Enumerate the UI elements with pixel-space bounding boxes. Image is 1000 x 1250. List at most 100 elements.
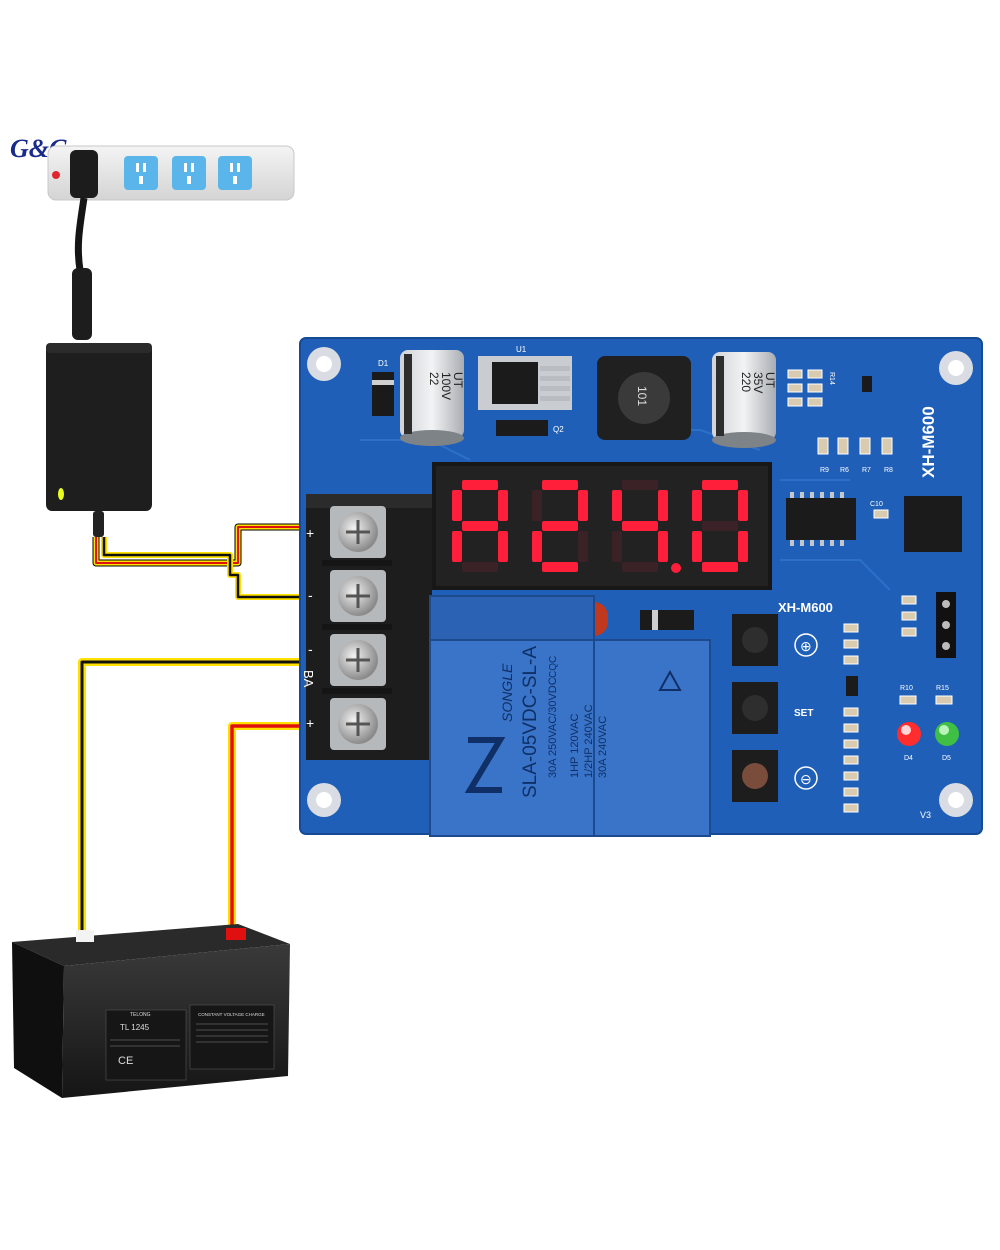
svg-text:35V: 35V xyxy=(751,372,765,393)
relay-model: SLA-05VDC-SL-A xyxy=(520,646,541,798)
display-segment xyxy=(622,480,658,490)
adapter-wires xyxy=(92,523,300,600)
display-segment xyxy=(738,490,748,521)
display-segment xyxy=(658,490,668,521)
transistor-q2 xyxy=(496,420,548,436)
socket-outlet xyxy=(172,156,206,190)
svg-text:220: 220 xyxy=(739,372,753,392)
relay-brand: SONGLE xyxy=(499,663,515,722)
board-model-label: XH-M600 xyxy=(778,600,833,615)
voltage-regulator-u1: U1 xyxy=(478,345,572,410)
power-plug xyxy=(70,150,98,340)
mounting-hole-icon xyxy=(307,347,973,817)
diode-d1 xyxy=(372,372,394,416)
svg-text:UT: UT xyxy=(451,372,465,389)
terminal-group-label: BA xyxy=(301,670,316,688)
board-model-label-vertical: XH-M600 xyxy=(919,406,938,478)
svg-text:R8: R8 xyxy=(884,467,893,474)
battery-terminal-negative xyxy=(76,930,94,942)
display-segment xyxy=(542,521,578,531)
display-decimal-point xyxy=(671,563,681,573)
display-segment xyxy=(702,480,738,490)
display-segment xyxy=(532,490,542,521)
terminal-block xyxy=(306,494,432,760)
plus-icon xyxy=(794,633,818,657)
svg-text:101: 101 xyxy=(635,386,649,406)
terminal-label: + xyxy=(306,525,314,541)
display-segment xyxy=(612,490,622,521)
songle-logo-icon xyxy=(464,737,506,793)
ce-mark-icon: CE xyxy=(118,1055,133,1067)
push-button xyxy=(732,614,778,802)
display-segment xyxy=(452,531,462,562)
display-segment xyxy=(462,521,498,531)
battery-terminal-positive xyxy=(226,928,246,940)
display-segment xyxy=(532,531,542,562)
relay-rating: 30A 240VAC xyxy=(597,716,609,778)
display-segment xyxy=(702,562,738,572)
battery-sticker-title: CONSTANT VOLTAGE CHARGE xyxy=(198,1012,265,1017)
svg-text:Q2: Q2 xyxy=(553,425,564,434)
display-digits xyxy=(452,480,748,573)
svg-text:100V: 100V xyxy=(439,372,453,400)
terminal-label: - xyxy=(308,641,313,657)
display-segment xyxy=(622,562,658,572)
svg-text:R7: R7 xyxy=(862,467,871,474)
svg-text:D4: D4 xyxy=(904,755,913,762)
terminal-label: + xyxy=(306,715,314,731)
capacitor-left: 22 100V UT xyxy=(400,350,465,446)
relay-rating: 30A 250VAC/30VDC xyxy=(547,677,559,778)
pcb-board: D1 22 100V UT U1 Q2 101 xyxy=(299,337,983,837)
svg-text:R15: R15 xyxy=(936,685,949,692)
battery: TL 1245 TELONG CONSTANT VOLTAGE CHARGE C… xyxy=(12,924,290,1098)
display-segment xyxy=(498,490,508,521)
display-segment xyxy=(702,521,738,531)
terminal-label: - xyxy=(308,587,313,603)
display-segment xyxy=(692,531,702,562)
display-segment xyxy=(462,480,498,490)
display-segment xyxy=(542,562,578,572)
socket-outlet xyxy=(218,156,252,190)
inductor: 101 xyxy=(597,356,691,440)
svg-text:R14: R14 xyxy=(828,372,835,385)
relay-rating: 1/2HP 240VAC xyxy=(583,704,595,778)
display-segment xyxy=(738,531,748,562)
display-segment xyxy=(692,490,702,521)
relay: SONGLE SLA-05VDC-SL-A 30A 250VAC/30VDC 1… xyxy=(429,595,711,837)
display-segment xyxy=(622,521,658,531)
board-version-label: V3 xyxy=(920,810,931,820)
power-strip xyxy=(47,145,295,201)
ic-chip xyxy=(786,496,962,552)
svg-text:R10: R10 xyxy=(900,685,913,692)
minus-icon xyxy=(794,766,818,790)
display-segment xyxy=(578,490,588,521)
warning-icon xyxy=(658,669,682,691)
display-segment xyxy=(542,480,578,490)
svg-text:R6: R6 xyxy=(840,467,849,474)
battery-brand-label: TELONG xyxy=(130,1012,151,1018)
svg-text:22: 22 xyxy=(427,372,441,386)
set-label: SET xyxy=(794,708,813,719)
power-adapter xyxy=(46,343,152,537)
socket-outlet xyxy=(124,156,158,190)
capacitor-right: 220 35V UT xyxy=(712,352,777,448)
battery-model-label: TL 1245 xyxy=(120,1023,150,1032)
display-segment xyxy=(462,562,498,572)
relay-rating: 1HP 120VAC xyxy=(569,714,581,778)
diode xyxy=(640,610,694,630)
display-segment xyxy=(612,531,622,562)
svg-text:⊖: ⊖ xyxy=(800,771,812,787)
battery-wires xyxy=(78,658,300,932)
led-indicator-icon xyxy=(58,488,64,500)
svg-text:⊕: ⊕ xyxy=(800,638,812,654)
display-segment xyxy=(658,531,668,562)
svg-text:D5: D5 xyxy=(942,755,951,762)
svg-text:C10: C10 xyxy=(870,501,883,508)
svg-text:U1: U1 xyxy=(516,345,527,354)
svg-text:UT: UT xyxy=(763,372,777,389)
display-segment xyxy=(452,490,462,521)
relay-cert: CQC xyxy=(548,656,559,678)
svg-text:R9: R9 xyxy=(820,467,829,474)
display-segment xyxy=(578,531,588,562)
